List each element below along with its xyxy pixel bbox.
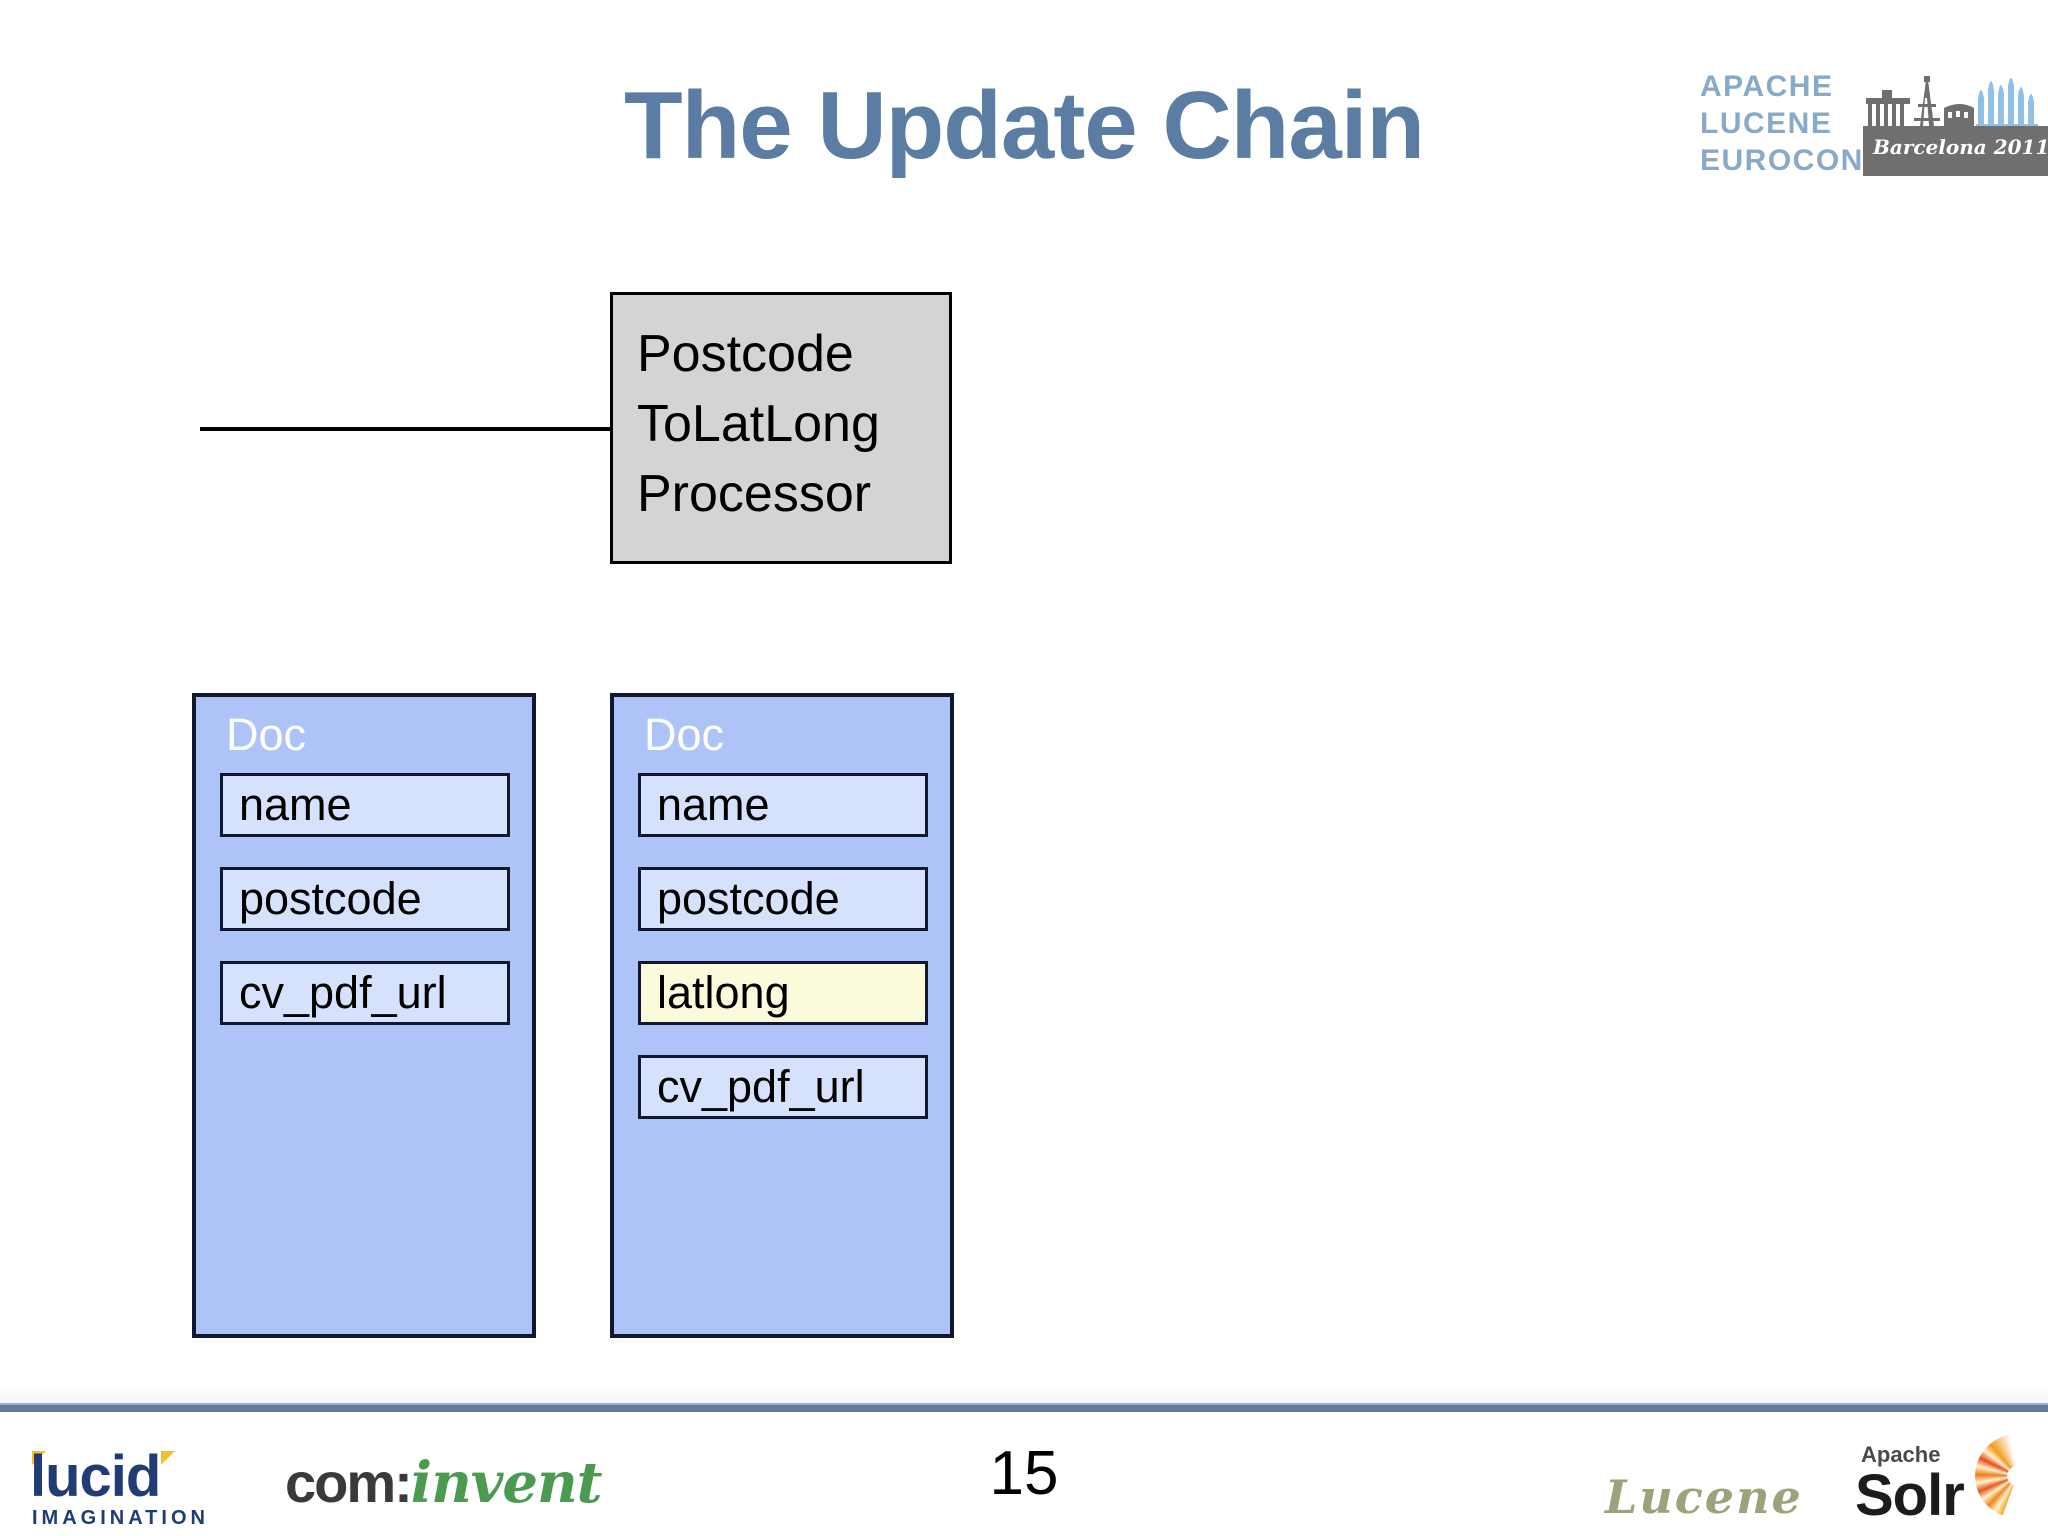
- doc-field-label: latlong: [657, 967, 790, 1018]
- barcelona-year-label: Barcelona 2011: [1873, 135, 2048, 159]
- solr-wordmark: Solr: [1855, 1463, 1965, 1528]
- eurocon-line-eurocon: EUROCON: [1700, 144, 1864, 177]
- page-number: 15: [989, 1439, 1059, 1508]
- barcelona-year-bar: Barcelona 2011: [1863, 126, 2048, 176]
- doc-field-label: cv_pdf_url: [239, 967, 447, 1018]
- doc-field-postcode: postcode: [638, 867, 928, 931]
- doc-title-before: Doc: [226, 709, 307, 760]
- doc-field-postcode: postcode: [220, 867, 510, 931]
- doc-field-name: name: [220, 773, 510, 837]
- cominvent-com-part: com:: [285, 1451, 413, 1514]
- doc-title-after: Doc: [644, 709, 725, 760]
- doc-field-cv-pdf-url: cv_pdf_url: [220, 961, 510, 1025]
- footer-divider: [0, 1403, 2048, 1412]
- apache-solr-logo: Apache Solr: [1855, 1434, 2048, 1532]
- postcode-to-latlong-processor-box: Postcode ToLatLong Processor: [610, 292, 952, 564]
- lucene-logo: Lucene: [1605, 1470, 1803, 1524]
- doc-field-label: cv_pdf_url: [657, 1061, 865, 1112]
- lucid-accent-icon: [32, 1451, 46, 1465]
- lucid-tagline: IMAGINATION: [32, 1507, 209, 1529]
- doc-field-cv-pdf-url: cv_pdf_url: [638, 1055, 928, 1119]
- page-title: The Update Chain: [623, 72, 1425, 179]
- footer-divider-glow: [0, 1383, 2048, 1403]
- cominvent-invent-part: invent: [410, 1450, 603, 1516]
- eurocon-line-lucene: LUCENE: [1700, 107, 1833, 140]
- solr-sunburst-icon: [1975, 1434, 2048, 1518]
- lucid-accent-icon: [161, 1451, 175, 1465]
- processor-label: Postcode ToLatLong Processor: [637, 325, 880, 523]
- doc-box-before: Doc name postcode cv_pdf_url: [192, 693, 536, 1338]
- doc-field-name: name: [638, 773, 928, 837]
- eurocon-wordmark: APACHE LUCENE EUROCON: [1700, 68, 1885, 179]
- doc-field-label: name: [239, 779, 352, 830]
- doc-field-label: postcode: [657, 873, 840, 924]
- doc-field-label: postcode: [239, 873, 422, 924]
- doc-field-latlong: latlong: [638, 961, 928, 1025]
- lucid-imagination-logo: lucid IMAGINATION: [30, 1444, 230, 1529]
- doc-fields-after: name postcode latlong cv_pdf_url: [638, 773, 928, 1149]
- apache-lucene-eurocon-logo: APACHE LUCENE EUROCON: [1700, 68, 2048, 178]
- chain-connector-line: [200, 427, 614, 431]
- lucid-wordmark: lucid: [30, 1444, 161, 1509]
- doc-fields-before: name postcode cv_pdf_url: [220, 773, 510, 1055]
- doc-field-label: name: [657, 779, 770, 830]
- eurocon-line-apache: APACHE: [1700, 70, 1834, 103]
- cominvent-logo: com:invent: [285, 1450, 603, 1520]
- doc-box-after: Doc name postcode latlong cv_pdf_url: [610, 693, 954, 1338]
- solr-apache-label: Apache: [1861, 1442, 1941, 1467]
